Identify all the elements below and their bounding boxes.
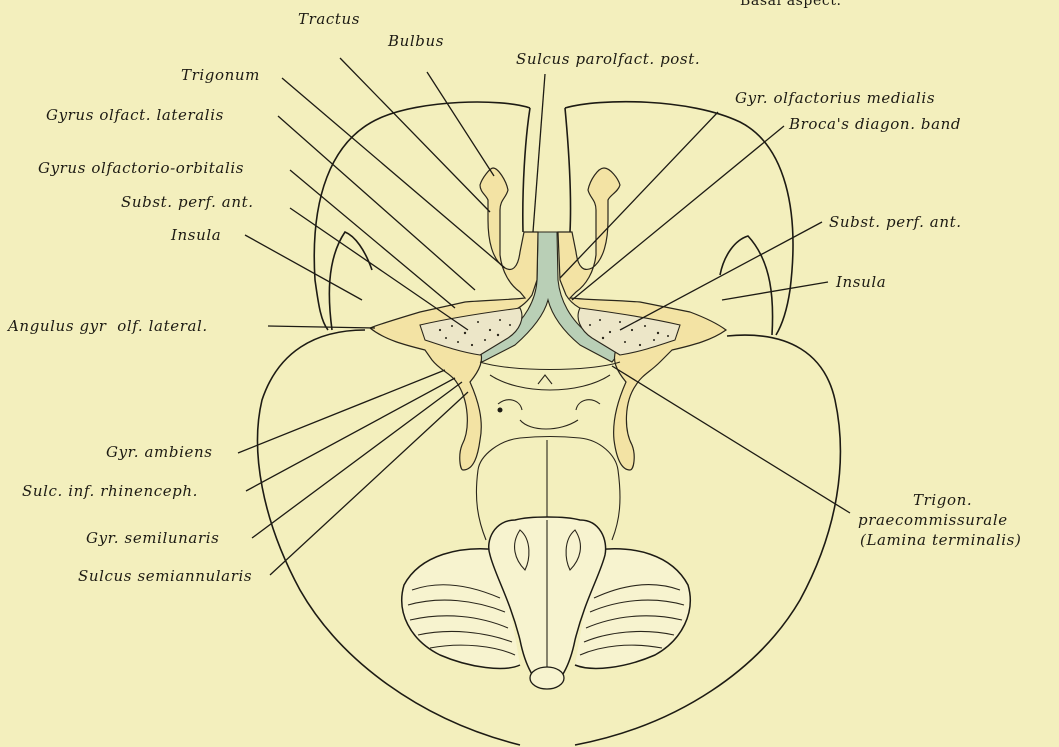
label-gyr-olfactorius-medialis: Gyr. olfactorius medialis <box>735 89 935 107</box>
label-sulcus-parolfact-post: Sulcus parolfact. post. <box>516 50 700 68</box>
medulla-cut <box>530 667 564 689</box>
header-fragment: Basal aspect. <box>740 0 842 9</box>
label-sulcus-semiannularis: Sulcus semiannularis <box>78 567 252 585</box>
label-subst-perf-ant-left: Subst. perf. ant. <box>121 193 254 211</box>
label-sulc-inf-rhinenceph: Sulc. inf. rhinenceph. <box>22 482 198 500</box>
label-brocas-diagon-band: Broca's diagon. band <box>788 115 961 133</box>
label-gyrus-olfactorio-orbitalis: Gyrus olfactorio-orbitalis <box>38 159 244 177</box>
dot-mark <box>498 408 503 413</box>
label-bulbus: Bulbus <box>387 32 444 50</box>
label-angulus-gyr-olf-lateral: Angulus gyr olf. lateral. <box>6 317 208 335</box>
label-trigon-line3: (Lamina terminalis) <box>860 531 1021 549</box>
label-tractus: Tractus <box>298 10 360 28</box>
label-gyr-ambiens: Gyr. ambiens <box>106 443 213 461</box>
label-subst-perf-ant-right: Subst. perf. ant. <box>829 213 962 231</box>
label-gyr-semilunaris: Gyr. semilunaris <box>86 529 219 547</box>
label-gyrus-olfact-lateralis: Gyrus olfact. lateralis <box>46 106 224 124</box>
label-insula-left: Insula <box>170 226 221 244</box>
label-insula-right: Insula <box>835 273 886 291</box>
label-trigon-line1: Trigon. <box>913 491 972 509</box>
label-trigonum: Trigonum <box>181 66 260 84</box>
label-trigon-line2: praecommissurale <box>858 511 1008 529</box>
